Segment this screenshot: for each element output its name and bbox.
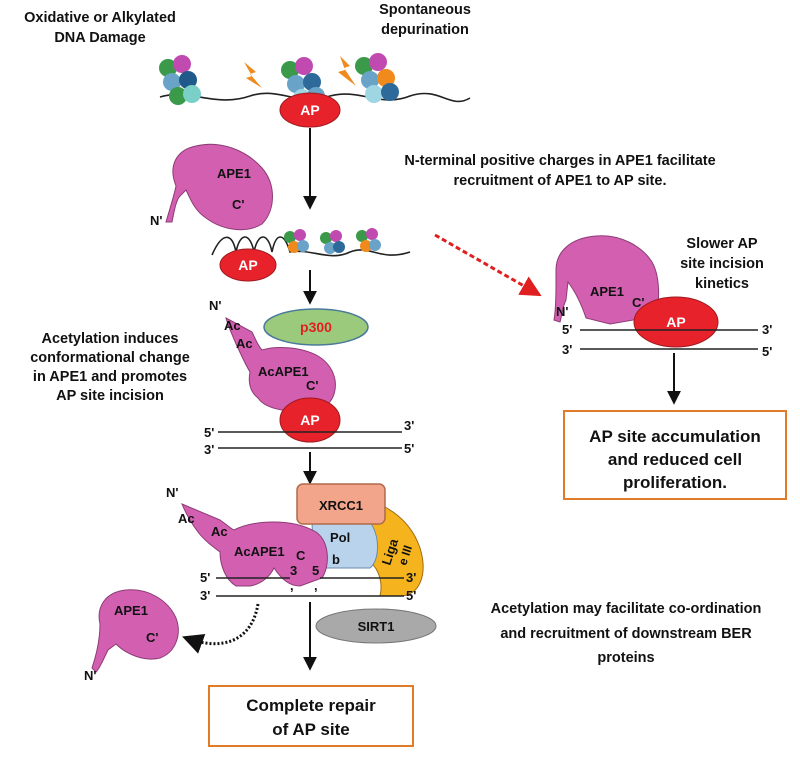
ac-label-3: Ac (178, 511, 195, 526)
ap-site-middle-label: AP (238, 257, 257, 273)
acetylation-annotation-1: Acetylation induces (42, 331, 179, 347)
xrcc1-label: XRCC1 (319, 498, 363, 513)
three-prime-right-mid: 3' (404, 418, 414, 433)
acetylation-annotation-3: in APE1 and promotes (33, 369, 187, 385)
gap-comma-2: , (314, 578, 318, 593)
ap-site-acape1 (279, 397, 341, 443)
repair-text-2: of AP site (272, 720, 349, 739)
p300-enzyme (263, 308, 369, 346)
n-terminus-label-released: N' (84, 668, 96, 683)
coordination-annotation-2: and recruitment of downstream BER (500, 626, 752, 642)
xrcc1-protein (296, 483, 386, 525)
acetylation-annotation-4: AP site incision (56, 388, 164, 404)
n-terminus-label-slow: N' (556, 304, 568, 319)
c-terminus-label: C' (232, 197, 244, 212)
slower-annotation-2: site incision (680, 256, 764, 272)
slower-annotation-3: kinetics (695, 276, 749, 292)
ap-site-middle (219, 248, 277, 282)
slower-annotation-1: Slower AP (686, 236, 758, 252)
lightning-icon-left (244, 62, 262, 88)
ap-site-slow-label: AP (666, 314, 685, 330)
ape1-slow-path: APE1 C' N' AP (553, 235, 719, 348)
acape1-label: AcAPE1 (258, 364, 309, 379)
ac-label-1: Ac (224, 318, 241, 333)
middle-chromatin: AP (211, 228, 411, 282)
c-terminus-label-acape1: C' (306, 378, 318, 393)
coordination-annotation-1: Acetylation may facilitate co-ordination (491, 601, 762, 617)
oxidative-damage-label-1: Oxidative or Alkylated (24, 10, 176, 26)
ape1-free-top: APE1 C' N' (150, 143, 273, 231)
ape1-label-released: APE1 (114, 603, 148, 618)
c-terminus-label-lower: C (296, 548, 306, 563)
five-prime-right-mid: 5' (404, 441, 414, 456)
five-prime-right-lower: 5' (406, 588, 416, 603)
lightning-icon-right (338, 56, 356, 86)
acetylation-annotation-2: conformational change (30, 350, 190, 366)
ape1-label-slow: APE1 (590, 284, 624, 299)
p300-label: p300 (300, 319, 332, 335)
ape1-label: APE1 (217, 166, 251, 181)
dashed-arrow-to-slow-path (434, 233, 542, 297)
nucleosome-1 (159, 55, 201, 105)
ligase-label-2: e III (396, 544, 415, 567)
five-prime-left-slow: 5' (562, 322, 572, 337)
accumulation-text-3: proliferation. (623, 473, 727, 492)
three-prime-left-slow: 3' (562, 342, 572, 357)
ap-site-slow (633, 296, 719, 348)
three-prime-left-mid: 3' (204, 442, 214, 457)
acape1-middle: N' Ac Ac AcAPE1 C' AP (209, 298, 341, 443)
ac-label-4: Ac (211, 524, 228, 539)
repair-box (208, 685, 414, 747)
n-terminus-label: N' (150, 213, 162, 228)
top-chromatin: AP (159, 53, 471, 128)
release-arrow (182, 603, 260, 654)
n-terminus-label-lower: N' (166, 485, 178, 500)
ac-label-2: Ac (236, 336, 253, 351)
gap-5-label: 5 (312, 563, 319, 578)
sirt1-enzyme (315, 608, 437, 644)
coordination-annotation-3: proteins (597, 650, 654, 666)
nucleosome-4 (284, 229, 309, 253)
five-prime-right-slow: 5' (762, 344, 772, 359)
nterm-annotation-2: recruitment of APE1 to AP site. (454, 173, 667, 189)
ap-site-top-label: AP (300, 102, 319, 118)
nterm-annotation-1: N-terminal positive charges in APE1 faci… (404, 153, 715, 169)
five-prime-left-mid: 5' (204, 425, 214, 440)
spontaneous-label-1: Spontaneous (379, 2, 471, 18)
sirt1-label: SIRT1 (358, 619, 395, 634)
nucleosome-6 (356, 228, 381, 252)
five-prime-left-lower: 5' (200, 570, 210, 585)
accumulation-text-2: and reduced cell (608, 450, 742, 469)
ape1-released: APE1 C' N' (84, 589, 179, 683)
spontaneous-label-2: depurination (381, 22, 469, 38)
acape1-label-lower: AcAPE1 (234, 544, 285, 559)
pol-b-label: b (332, 552, 340, 567)
lower-complex: XRCC1 Pol b Liga e III N' Ac Ac AcAPE1 C (166, 483, 424, 597)
ap-site-top (279, 92, 341, 128)
accumulation-text-1: AP site accumulation (589, 427, 761, 446)
gap-3-label: 3 (290, 563, 297, 578)
gap-comma-1: , (290, 578, 294, 593)
repair-text-1: Complete repair (246, 696, 376, 715)
three-prime-right-slow: 3' (762, 322, 772, 337)
c-terminus-label-released: C' (146, 630, 158, 645)
oxidative-damage-label-2: DNA Damage (54, 30, 145, 46)
nucleosome-3 (355, 53, 399, 103)
pol-label: Pol (330, 530, 350, 545)
ap-site-acape1-label: AP (300, 412, 319, 428)
three-prime-right-lower: 3' (406, 570, 416, 585)
c-terminus-label-slow: C' (632, 295, 644, 310)
n-terminus-label-acape1: N' (209, 298, 221, 313)
nucleosome-5 (320, 230, 345, 254)
accumulation-box (563, 410, 787, 500)
three-prime-left-lower: 3' (200, 588, 210, 603)
